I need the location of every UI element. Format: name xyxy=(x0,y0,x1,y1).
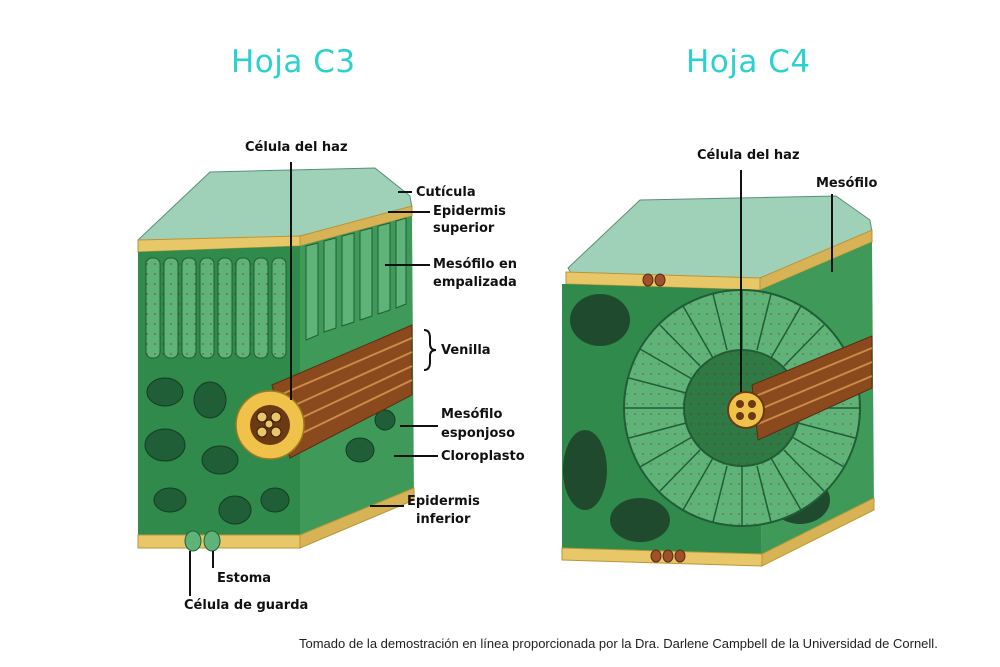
c4-label-celula-haz: Célula del haz xyxy=(697,148,800,163)
c3-label-epidermis-superior-1: Epidermis xyxy=(433,204,506,219)
title-c4: Hoja C4 xyxy=(686,44,811,80)
c3-label-mesofilo-esponjoso-2: esponjoso xyxy=(441,426,516,441)
c3-label-mesofilo-empalizada-1: Mesófilo en xyxy=(433,257,518,272)
c3-label-cuticula: Cutícula xyxy=(416,185,476,200)
c3-label-epidermis-inferior-2: inferior xyxy=(416,512,471,527)
c3-label-epidermis-inferior-1: Epidermis xyxy=(407,494,480,509)
c3-label-celula-haz: Célula del haz xyxy=(245,140,348,155)
c4-label-mesofilo: Mesófilo xyxy=(816,176,878,191)
title-c3: Hoja C3 xyxy=(231,44,356,80)
c3-leaf-block xyxy=(137,167,415,552)
c3-label-estoma: Estoma xyxy=(217,571,272,586)
c4-leaf-block xyxy=(561,195,875,567)
c3-label-mesofilo-empalizada-2: empalizada xyxy=(433,275,517,290)
c3-label-cloroplasto: Cloroplasto xyxy=(441,449,525,464)
c3-label-celula-guarda: Célula de guarda xyxy=(184,598,309,613)
c3-label-mesofilo-esponjoso-1: Mesófilo xyxy=(441,407,503,422)
source-credit: Tomado de la demostración en línea propo… xyxy=(299,636,938,651)
c3-label-epidermis-superior-2: superior xyxy=(433,221,495,236)
c3-label-venilla: Venilla xyxy=(441,343,491,358)
